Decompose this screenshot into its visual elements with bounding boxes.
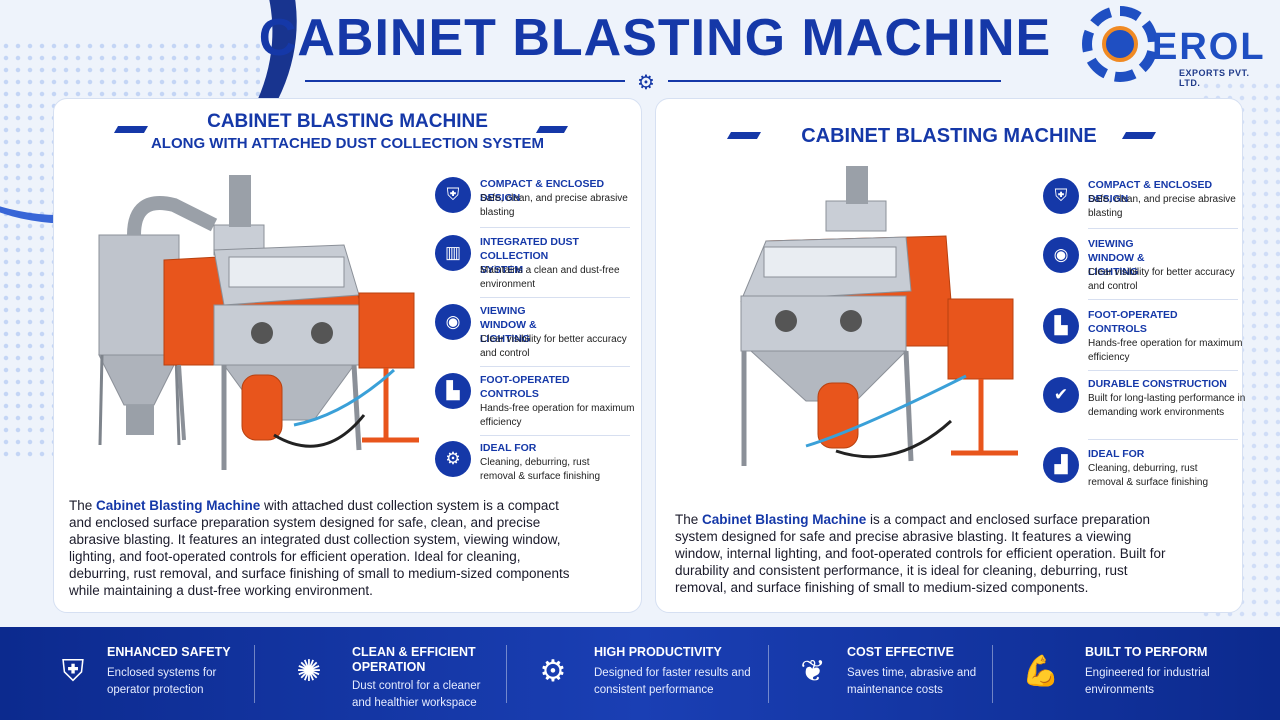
eye-icon: ◉ <box>435 304 471 340</box>
logo-name: EROL <box>1152 26 1266 68</box>
title-dash-right <box>535 126 569 133</box>
benefit-desc: Designed for faster results and consiste… <box>594 667 751 696</box>
feature-title: VIEWING WINDOW & LIGHTING <box>1088 238 1145 278</box>
boot-icon: ▙ <box>435 373 471 409</box>
eye-icon: ◉ <box>1043 237 1079 273</box>
title-dash-right <box>1121 132 1157 139</box>
benefit-high-productivity: ⚙ HIGH PRODUCTIVITY Designed for faster … <box>532 627 762 720</box>
feature-desc: Hands-free operation for maximum efficie… <box>1088 338 1243 363</box>
feature-desc: Safe, clean, and precise abrasive blasti… <box>480 193 628 218</box>
feature-title: COMPACT & ENCLOSED DESIGN <box>1088 179 1213 205</box>
machine-with-dust-collector-image <box>98 175 419 470</box>
title-dash-left <box>113 126 149 133</box>
title-gear-icon: ⚙ <box>637 72 655 94</box>
arm-icon: 💪 <box>1022 655 1060 688</box>
benefits-footer: ⛨ ENHANCED SAFETY Enclosed systems for o… <box>0 627 1280 720</box>
feature-title: INTEGRATED DUST COLLECTION SYSTEM <box>480 236 579 276</box>
benefit-clean-efficient: ✺ CLEAN & EFFICIENT OPERATION Dust contr… <box>288 627 503 720</box>
benefit-cost-effective: ❦ COST EFFECTIVE Saves time, abrasive an… <box>792 627 987 720</box>
shield-icon: ⛨ <box>435 177 471 213</box>
dust-collector-icon: ▥ <box>435 235 471 271</box>
benefit-title: ENHANCED SAFETY <box>107 645 231 659</box>
left-card-description: The Cabinet Blasting Machine with attach… <box>69 498 570 598</box>
factory-icon: ▟ <box>1043 447 1079 483</box>
gear-icon: ⚙ <box>435 441 471 477</box>
feature-desc: Cleaning, deburring, rust removal & surf… <box>480 457 601 482</box>
feature-title: FOOT-OPERATED CONTROLS <box>480 374 570 400</box>
sparkle-icon: ✺ <box>296 655 322 688</box>
benefit-enhanced-safety: ⛨ ENHANCED SAFETY Enclosed systems for o… <box>52 627 252 720</box>
benefit-desc: Saves time, abrasive and maintenance cos… <box>847 667 977 696</box>
page-title: CABINET BLASTING MACHINE <box>258 9 1052 67</box>
shield-icon: ⛨ <box>1043 178 1079 214</box>
boot-icon: ▙ <box>1043 308 1079 344</box>
feature-title: IDEAL FOR <box>480 442 537 454</box>
feature-desc: Clear visibility for better accuracy and… <box>480 334 627 359</box>
right-product-card: CABINET BLASTING MACHINE ⛨ COMPACT & ENC… <box>655 98 1245 613</box>
feature-desc: Maintains a clean and dust-free environm… <box>480 265 620 290</box>
right-card-title: CABINET BLASTING MACHINE <box>801 125 1097 147</box>
benefit-desc: Dust control for a cleaner and healthier… <box>352 680 481 709</box>
feature-desc: Clear visibility for better accuracy and… <box>1088 267 1235 292</box>
benefit-title: COST EFFECTIVE <box>847 645 954 659</box>
feature-title: COMPACT & ENCLOSED DESIGN <box>480 178 605 204</box>
benefit-title: HIGH PRODUCTIVITY <box>594 645 722 659</box>
benefit-title: CLEAN & EFFICIENT OPERATION <box>352 645 476 674</box>
logo-subtitle: EXPORTS PVT. LTD. <box>1179 68 1250 88</box>
cabinet-blasting-machine-image <box>740 166 1018 466</box>
left-product-card: CABINET BLASTING MACHINE ALONG WITH ATTA… <box>53 98 642 613</box>
feature-desc: Built for long-lasting performance in de… <box>1088 393 1246 418</box>
feature-desc: Cleaning, deburring, rust removal & surf… <box>1088 463 1209 488</box>
feature-desc: Safe, clean, and precise abrasive blasti… <box>1088 194 1236 219</box>
left-card-title: CABINET BLASTING MACHINE <box>207 111 488 132</box>
left-card-subtitle: ALONG WITH ATTACHED DUST COLLECTION SYST… <box>150 135 545 152</box>
title-rule-right <box>668 80 1001 82</box>
shield-check-icon: ✔ <box>1043 377 1079 413</box>
gear-icon: ⚙ <box>539 655 567 688</box>
feature-title: VIEWING WINDOW & LIGHTING <box>480 305 537 345</box>
feature-desc: Hands-free operation for maximum efficie… <box>480 403 635 428</box>
benefit-title: BUILT TO PERFORM <box>1085 645 1208 659</box>
title-rule-left <box>305 80 625 82</box>
company-logo: EROL EXPORTS PVT. LTD. <box>1082 6 1272 88</box>
title-dash-left <box>726 132 762 139</box>
feature-title: FOOT-OPERATED CONTROLS <box>1088 309 1178 335</box>
feature-title: DURABLE CONSTRUCTION <box>1088 378 1227 390</box>
benefit-desc: Enclosed systems for operator protection <box>107 667 217 696</box>
logo-gear-icon <box>1082 6 1158 82</box>
leaf-icon: ❦ <box>800 655 826 688</box>
benefit-built-to-perform: 💪 BUILT TO PERFORM Engineered for indust… <box>1020 627 1260 720</box>
benefit-desc: Engineered for industrial environments <box>1085 667 1210 696</box>
feature-title: IDEAL FOR <box>1088 448 1145 460</box>
right-card-description: The Cabinet Blasting Machine is a compac… <box>675 512 1166 595</box>
shield-check-icon: ⛨ <box>61 655 85 688</box>
